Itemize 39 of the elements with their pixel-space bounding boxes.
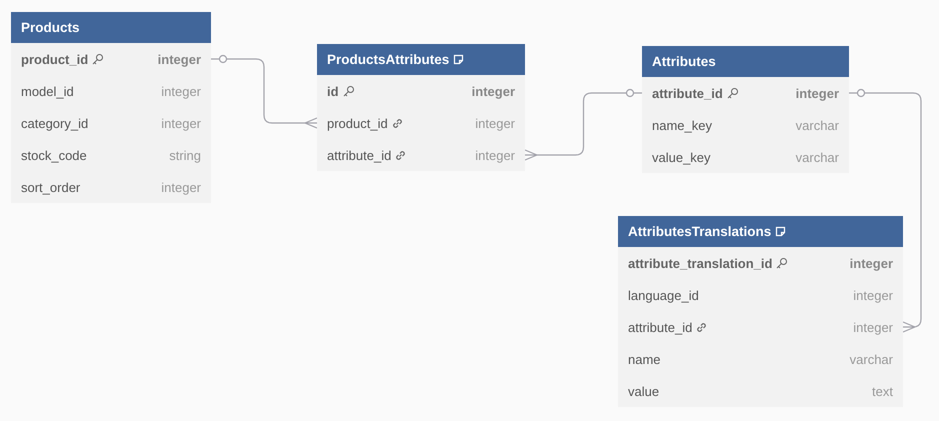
column-type: integer [475, 148, 515, 162]
relationship-line [849, 88, 922, 333]
column-type: integer [161, 84, 201, 98]
column-type: integer [161, 116, 201, 130]
table-name: AttributesTranslations [628, 224, 772, 239]
column-name: name [628, 352, 661, 366]
column-type: integer [850, 256, 893, 270]
column-name: value_key [652, 150, 711, 164]
column-type: integer [796, 86, 839, 100]
column-name: attribute_translation_id [628, 256, 772, 270]
column-name: attribute_id [652, 86, 723, 100]
column-type: varchar [850, 352, 893, 366]
column-type: text [872, 384, 893, 398]
column-type: integer [472, 84, 515, 98]
column-type: integer [853, 288, 893, 302]
column-name: language_id [628, 288, 699, 302]
column-name: product_id [21, 52, 88, 66]
column-type: integer [161, 180, 201, 194]
table-name: Attributes [652, 54, 716, 69]
table-name: Products [21, 20, 80, 35]
column-type: integer [158, 52, 201, 66]
column-name: name_key [652, 118, 712, 132]
column-name: value [628, 384, 660, 398]
relationship-line [524, 88, 642, 161]
column-name: product_id [327, 116, 388, 130]
column-type: integer [853, 320, 893, 334]
column-type: integer [475, 116, 515, 130]
column-name: sort_order [21, 180, 80, 194]
column-name: attribute_id [327, 148, 392, 162]
column-name: stock_code [21, 148, 87, 162]
column-type: varchar [796, 118, 839, 132]
column-name: category_id [21, 116, 88, 130]
table-name: ProductsAttributes [327, 52, 450, 67]
column-type: string [169, 148, 201, 162]
column-name: model_id [21, 84, 74, 98]
column-name: attribute_id [628, 320, 692, 334]
relationship-line [211, 54, 318, 129]
column-type: varchar [796, 150, 839, 164]
column-name: id [327, 84, 339, 98]
